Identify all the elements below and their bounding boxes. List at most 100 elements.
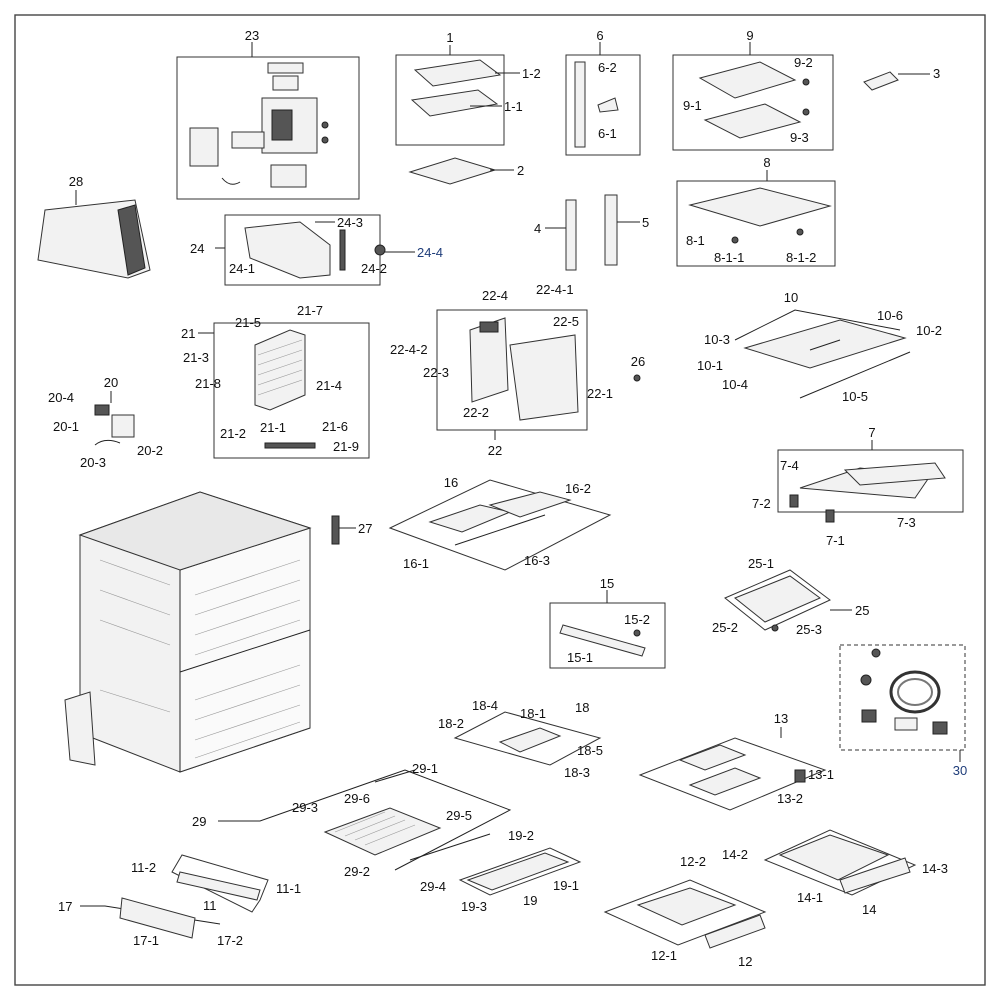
label-22-4-1: 22-4-1 — [536, 282, 574, 297]
part-26: 26 — [631, 354, 645, 382]
label-15-1: 15-1 — [567, 650, 593, 665]
label-20-4: 20-4 — [48, 390, 74, 405]
label-9-1: 9-1 — [683, 98, 702, 113]
parts-4-5-rails: 4 5 — [534, 194, 649, 271]
label-25-1: 25-1 — [748, 556, 774, 571]
label-14-3: 14-3 — [922, 861, 948, 876]
label-29-6: 29-6 — [344, 791, 370, 806]
label-1-1: 1-1 — [504, 99, 523, 114]
label-2: 2 — [517, 163, 524, 178]
part-27: 27 — [331, 515, 372, 545]
label-11: 11 — [203, 898, 217, 913]
label-19-3: 19-3 — [461, 899, 487, 914]
label-17: 17 — [58, 899, 72, 914]
label-11-1: 11-1 — [276, 881, 301, 896]
label-24-3: 24-3 — [337, 215, 363, 230]
label-10-3: 10-3 — [704, 332, 730, 347]
group-11-cover: 11-2 11-1 11 — [131, 854, 301, 913]
label-29-4: 29-4 — [420, 879, 446, 894]
label-20: 20 — [104, 375, 118, 390]
label-12: 12 — [738, 954, 752, 969]
label-6: 6 — [596, 28, 603, 43]
label-8: 8 — [763, 155, 770, 170]
label-25-2: 25-2 — [712, 620, 738, 635]
label-9-2: 9-2 — [794, 55, 813, 70]
label-4: 4 — [534, 221, 541, 236]
label-7-1: 7-1 — [826, 533, 845, 548]
label-12-2: 12-2 — [680, 854, 706, 869]
label-7-3: 7-3 — [897, 515, 916, 530]
label-8-1-2: 8-1-2 — [786, 250, 816, 265]
label-30: 30 — [953, 763, 967, 778]
label-21: 21 — [181, 326, 195, 341]
label-10: 10 — [784, 290, 798, 305]
group-12-drawer: 12-2 12-1 12 — [603, 854, 767, 969]
label-10-4: 10-4 — [722, 377, 748, 392]
label-16: 16 — [444, 475, 458, 490]
label-19-1: 19-1 — [553, 878, 579, 893]
group-17-cover: 17 17-1 17-2 — [58, 897, 243, 948]
label-11-2: 11-2 — [131, 860, 156, 875]
label-16-2: 16-2 — [565, 481, 591, 496]
label-21-1: 21-1 — [260, 420, 286, 435]
label-28: 28 — [69, 174, 83, 189]
label-13-1: 13-1 — [808, 767, 834, 782]
label-20-1: 20-1 — [53, 419, 79, 434]
group-10-shelf: 10 10-6 10-2 10-3 10-1 10-4 10-5 — [697, 290, 942, 404]
label-18-1: 18-1 — [520, 706, 546, 721]
label-10-5: 10-5 — [842, 389, 868, 404]
label-10-2: 10-2 — [916, 323, 942, 338]
label-24-1: 24-1 — [229, 261, 255, 276]
label-22-5: 22-5 — [553, 314, 579, 329]
label-19-2: 19-2 — [508, 828, 534, 843]
group-16-shelf: 16 16-2 16-1 16-3 — [388, 475, 612, 571]
group-1-cover: 1 1-2 1-1 2 — [395, 30, 541, 185]
label-7-4: 7-4 — [780, 458, 799, 473]
group-24-bin: 24 24-3 24-4 24-1 24-2 — [190, 214, 443, 286]
label-6-1: 6-1 — [598, 126, 617, 141]
label-22-3: 22-3 — [423, 365, 449, 380]
group-20-sensor: 20 20-4 20-1 20-2 20-3 — [48, 375, 163, 470]
label-25-3: 25-3 — [796, 622, 822, 637]
label-18-2: 18-2 — [438, 716, 464, 731]
label-26: 26 — [631, 354, 645, 369]
label-21-2: 21-2 — [220, 426, 246, 441]
label-19: 19 — [523, 893, 537, 908]
group-8-shelf: 8 8-1 8-1-1 8-1-2 — [676, 155, 836, 267]
refrigerator-cabinet — [64, 491, 312, 773]
label-22-2: 22-2 — [463, 405, 489, 420]
label-5: 5 — [642, 215, 649, 230]
label-3: 3 — [933, 66, 940, 81]
part-28: 28 — [37, 174, 151, 279]
label-21-9: 21-9 — [333, 439, 359, 454]
label-6-2: 6-2 — [598, 60, 617, 75]
label-24-4: 24-4 — [417, 245, 443, 260]
group-18-bracket: 18 18-4 18-1 18-2 18-5 18-3 — [438, 698, 603, 780]
group-9-shelf: 9 9-1 9-2 9-3 — [672, 28, 834, 151]
label-23: 23 — [245, 28, 259, 43]
label-14: 14 — [862, 902, 876, 917]
label-7-2: 7-2 — [752, 496, 771, 511]
label-18-5: 18-5 — [577, 743, 603, 758]
label-29-3: 29-3 — [292, 800, 318, 815]
group-14-drawer: 14-2 14-3 14-1 14 — [722, 829, 948, 917]
group-23-ice-maker: 23 — [176, 28, 360, 200]
label-21-8: 21-8 — [195, 376, 221, 391]
group-15-cover: 15 15-2 15-1 — [549, 576, 666, 669]
group-25-box: 25 25-1 25-2 25-3 — [712, 556, 869, 637]
label-22: 22 — [488, 443, 502, 458]
label-20-3: 20-3 — [80, 455, 106, 470]
group-13-valves: 13 13-1 13-2 — [638, 711, 834, 811]
group-22-dispenser: 22 22-4 22-4-1 22-5 22-4-2 22-3 22-2 22-… — [390, 282, 613, 458]
label-22-4-2: 22-4-2 — [390, 342, 428, 357]
label-21-5: 21-5 — [235, 315, 261, 330]
label-18-4: 18-4 — [472, 698, 498, 713]
label-13-2: 13-2 — [777, 791, 803, 806]
group-21-evaporator: 21 21-5 21-7 21-3 21-8 21-4 21-1 21-2 21… — [181, 303, 370, 459]
label-22-1: 22-1 — [587, 386, 613, 401]
label-1-2: 1-2 — [522, 66, 541, 81]
label-17-1: 17-1 — [133, 933, 159, 948]
label-16-3: 16-3 — [524, 553, 550, 568]
label-10-1: 10-1 — [697, 358, 723, 373]
